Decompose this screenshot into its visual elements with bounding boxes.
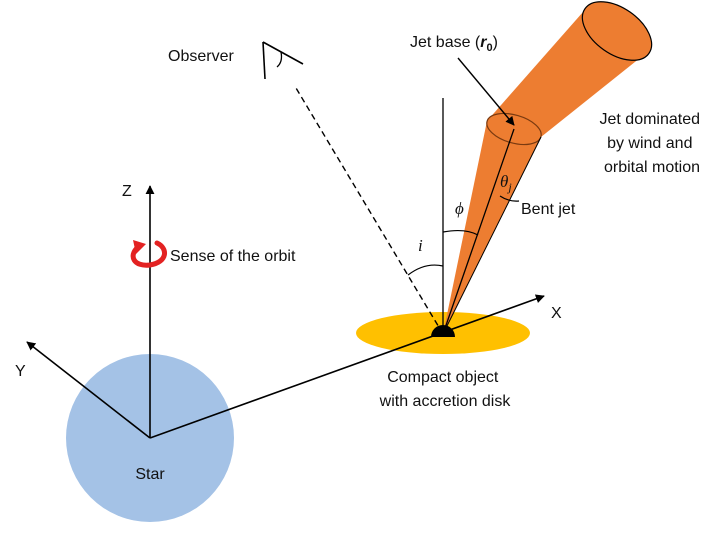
sense-of-orbit-label: Sense of the orbit [170, 248, 296, 265]
phi-arc [442, 229, 479, 236]
x-axis [149, 294, 545, 439]
orbit-direction-icon [130, 240, 167, 268]
observer-label: Observer [168, 48, 234, 65]
z-axis-label: Z [122, 183, 132, 200]
line-of-sight [295, 87, 444, 335]
star-label: Star [135, 466, 165, 483]
y-axis [26, 341, 151, 439]
jet-dominated-label: Jet dominated by wind and orbital motion [600, 111, 705, 176]
y-axis-label: Y [15, 363, 26, 380]
inclination-arc [407, 264, 444, 276]
jet-base-label: Jet base (r0) [410, 34, 498, 54]
bent-jet-cone [443, 121, 541, 334]
jet-base-pointer [457, 57, 515, 126]
inclination-symbol: i [418, 236, 423, 255]
jet-end-ellipse [581, 1, 653, 61]
jet-axis-line [442, 128, 515, 335]
compact-object [431, 325, 455, 337]
bent-jet-label: Bent jet [521, 201, 576, 218]
theta-symbol: θj [500, 172, 512, 194]
bent-jet-edge [442, 136, 542, 335]
x-axis-label: X [551, 305, 562, 322]
phi-symbol: ϕ [455, 199, 464, 218]
theta-arc [499, 195, 520, 202]
compact-object-label: Compact object with accretion disk [379, 369, 512, 410]
observer-eye-icon [262, 41, 304, 80]
